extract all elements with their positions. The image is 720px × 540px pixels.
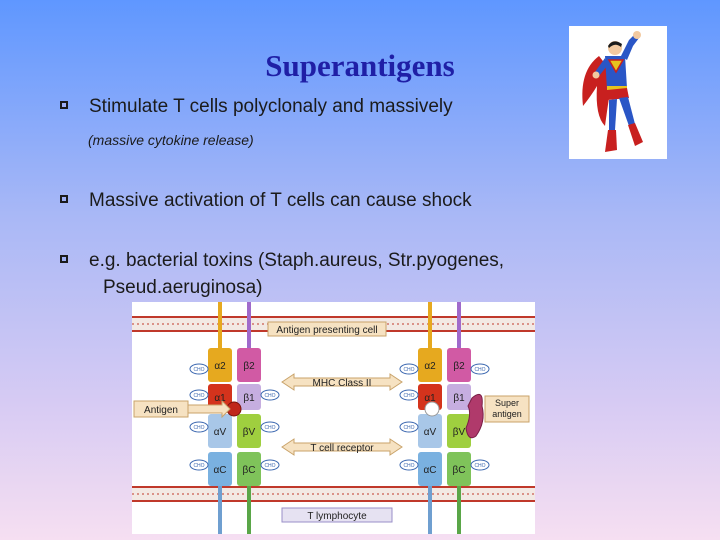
cho-tag: CHO [403,367,414,373]
left-alpha2: α2 [214,361,226,372]
left-alphaC: αC [213,465,226,476]
cho-tag: CHO [193,367,204,373]
bullet-square-icon [60,101,68,109]
cho-tag: CHO [403,393,414,399]
left-alpha1: α1 [214,393,226,404]
left-beta1: β1 [243,393,255,404]
right-betaC: βC [453,465,466,476]
cho-tag: CHO [193,463,204,469]
right-beta2: β2 [453,361,465,372]
apc-label: Antigen presenting cell [276,325,377,336]
t-lymphocyte-label: T lymphocyte [307,511,367,522]
left-alphaV: αV [214,427,227,438]
right-alphaV: αV [424,427,437,438]
tcr-label: T cell receptor [310,443,374,454]
bullet-1-text: Stimulate T cells polyclonaly and massiv… [89,96,453,117]
superantigen-label-line2: antigen [492,409,522,419]
bullet-1-subtext: (massive cytokine release) [88,132,254,148]
cho-tag: CHO [264,425,275,431]
bullet-3-text: e.g. bacterial toxins (Staph.aureus, Str… [89,250,505,271]
bullet-square-icon [60,255,68,263]
left-betaC: βC [243,465,256,476]
superantigen-label-line1: Super [495,398,519,408]
mhc-tcr-diagram: Antigen presenting cell α2 β2 α1 β1 αV β… [132,302,535,534]
cho-tag: CHO [474,463,485,469]
bullet-2-text: Massive activation of T cells can cause … [89,190,472,211]
antigen-label: Antigen [144,405,178,416]
cho-tag: CHO [264,463,275,469]
cho-tag: CHO [193,393,204,399]
cho-tag: CHO [474,367,485,373]
right-alpha1: α1 [424,393,436,404]
cho-tag: CHO [403,463,414,469]
mhc-class-ii-label: MHC Class II [313,378,372,389]
left-beta2: β2 [243,361,255,372]
bullet-square-icon [60,195,68,203]
cho-tag: CHO [264,393,275,399]
bullet-3-continuation: Pseud.aeruginosa) [103,277,263,298]
right-alphaC: αC [423,465,436,476]
left-betaV: βV [243,427,256,438]
cho-tag: CHO [193,425,204,431]
superman-illustration [569,26,667,159]
slide-title: Superantigens [265,48,455,83]
right-betaV: βV [453,427,466,438]
cho-tag: CHO [403,425,414,431]
right-beta1: β1 [453,393,465,404]
right-alpha2: α2 [424,361,436,372]
